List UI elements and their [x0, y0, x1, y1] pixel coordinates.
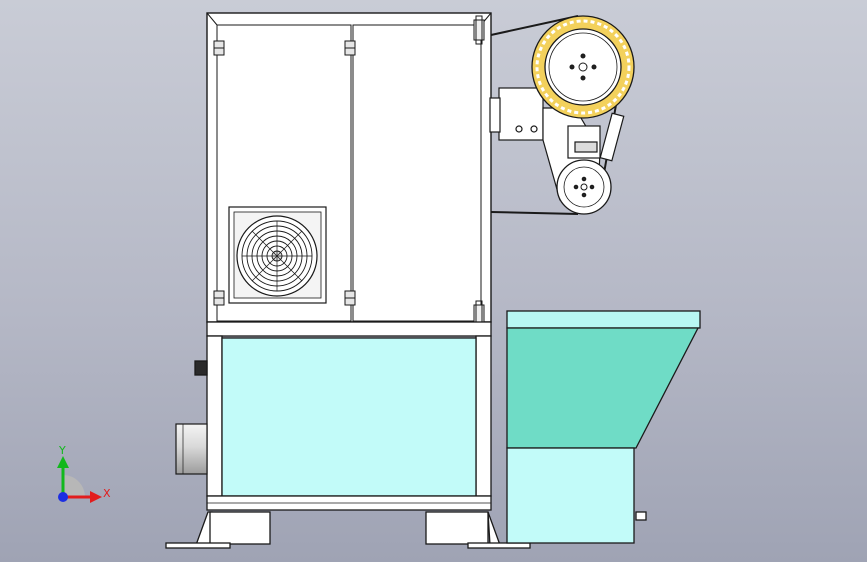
- base-frame: [165, 321, 531, 549]
- hinge-icon: [213, 40, 356, 306]
- fan-grille-icon: [228, 206, 327, 304]
- axis-y-label: Y: [58, 444, 66, 457]
- cyan-panel: [221, 337, 477, 497]
- hopper: [506, 310, 701, 544]
- pulley-icon: [556, 159, 612, 215]
- pulley-icon: [531, 15, 635, 119]
- axis-triad-icon: [57, 456, 102, 503]
- axis-x-label: X: [103, 487, 111, 500]
- outlet-pipe: [175, 423, 208, 475]
